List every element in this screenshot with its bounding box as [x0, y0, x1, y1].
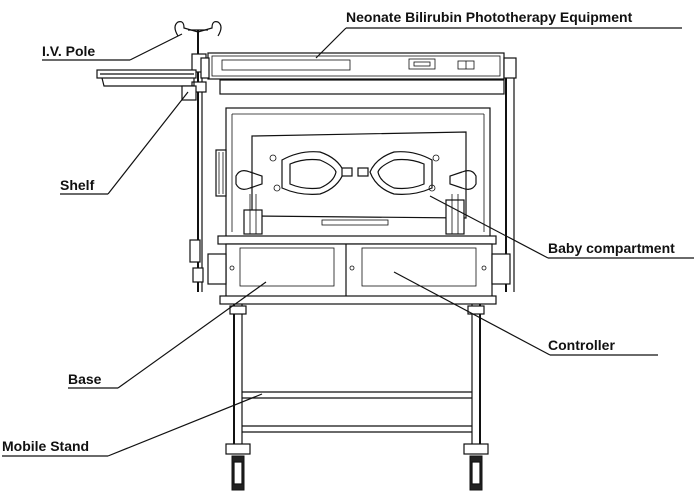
phototherapy-lamp-housing: [200, 52, 517, 80]
label-shelf: Shelf: [60, 177, 95, 193]
baby-compartment: [235, 131, 477, 235]
label-baby-compartment: Baby compartment: [548, 240, 675, 256]
shelf: [96, 69, 197, 101]
callout-lines: [2, 27, 694, 457]
label-mobile-stand: Mobile Stand: [2, 438, 89, 454]
base: [207, 235, 511, 305]
label-base: Base: [68, 371, 102, 387]
label-controller: Controller: [548, 337, 615, 353]
label-iv-pole: I.V. Pole: [42, 43, 95, 59]
mobile-stand: [225, 304, 489, 491]
label-equipment: Neonate Bilirubin Phototherapy Equipment: [346, 9, 633, 25]
